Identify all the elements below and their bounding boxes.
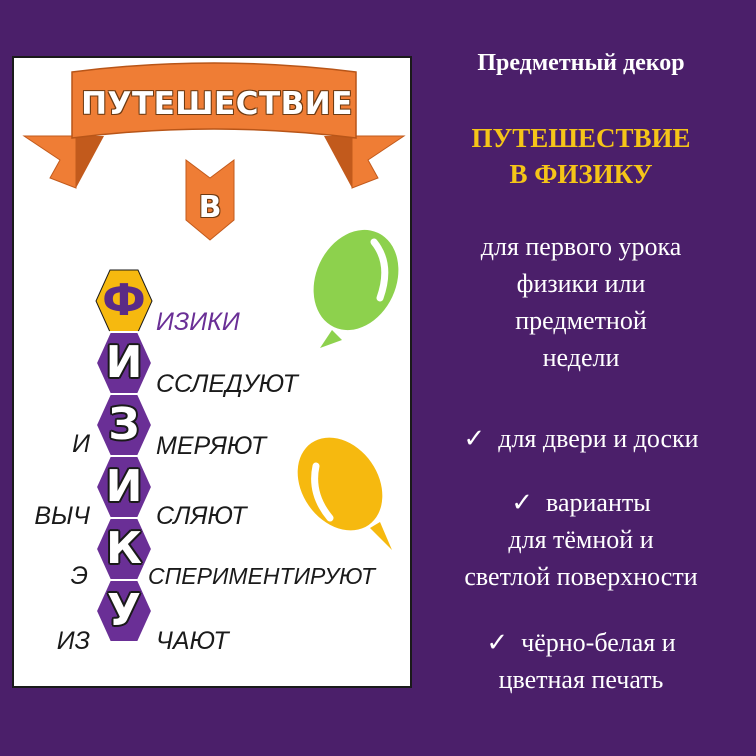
acrostic-letter: И	[105, 337, 143, 388]
check-icon: ✓	[463, 424, 486, 453]
chevron-arrow	[185, 159, 235, 241]
hexagon-purple	[94, 579, 154, 643]
feature-item: ✓ варианты для тёмной и светлой поверхно…	[418, 484, 744, 595]
banner-ribbon	[71, 62, 357, 139]
feature-item: ✓ для двери и доски	[418, 420, 744, 457]
check-icon: ✓	[511, 488, 534, 517]
acrostic-suffix: СЛЯЮТ	[156, 502, 247, 530]
feature-text: светлой поверхности	[464, 562, 698, 591]
main-title: ПУТЕШЕСТВИЕ В ФИЗИКУ	[418, 120, 744, 192]
acrostic-prefix: ИЗ	[56, 627, 90, 655]
feature-text: для тёмной и	[508, 525, 654, 554]
feature-text: варианты	[546, 488, 651, 517]
acrostic-prefix: И	[72, 430, 90, 458]
description-line: предметной	[515, 306, 647, 335]
description-line: физики или	[516, 269, 646, 298]
feature-text: для двери и доски	[498, 424, 699, 453]
banner-fold-right	[324, 136, 352, 188]
subtitle: Предметный декор	[477, 50, 685, 76]
feature-text: чёрно-белая и	[521, 628, 676, 657]
acrostic-letter: З	[108, 399, 140, 450]
banner-tail-right	[351, 135, 406, 189]
poster-graphics	[22, 62, 406, 643]
acrostic-prefix: Э	[70, 562, 88, 590]
banner-tail-left	[22, 135, 77, 189]
acrostic-suffix: ИЗИКИ	[156, 308, 240, 336]
feature-text: цветная печать	[498, 665, 664, 694]
acrostic-suffix: СПЕРИМЕНТИРУЮТ	[148, 563, 376, 589]
check-icon: ✓	[486, 628, 509, 657]
feature-item: ✓ чёрно-белая и цветная печать	[418, 624, 744, 698]
acrostic-letter: Ф	[102, 275, 146, 326]
acrostic-suffix: ССЛЕДУЮТ	[156, 370, 298, 398]
description-line: недели	[542, 343, 620, 372]
description: для первого урока физики или предметной …	[418, 228, 744, 376]
acrostic-letter: У	[107, 585, 141, 636]
banner-fold-left	[76, 136, 104, 188]
hexagon-column	[94, 269, 154, 643]
description-line: для первого урока	[480, 232, 682, 261]
acrostic-letter: И	[105, 461, 143, 512]
acrostic-prefix: ВЫЧ	[34, 502, 90, 530]
main-title-line: В ФИЗИКУ	[509, 159, 653, 189]
poster: ПУТЕШЕСТВИЕ В Ф ИЗИКИ И ССЛЕДУЮТ И З МЕР…	[12, 56, 412, 688]
acrostic-letter: К	[106, 523, 142, 574]
main-title-line: ПУТЕШЕСТВИЕ	[471, 123, 691, 153]
banner-title: ПУТЕШЕСТВИЕ	[81, 86, 353, 122]
preposition-letter: В	[198, 190, 222, 225]
yellow-balloon-icon	[297, 437, 392, 550]
green-balloon-icon	[313, 229, 399, 348]
acrostic-suffix: ЧАЮТ	[156, 627, 229, 655]
acrostic-suffix: МЕРЯЮТ	[156, 432, 267, 460]
